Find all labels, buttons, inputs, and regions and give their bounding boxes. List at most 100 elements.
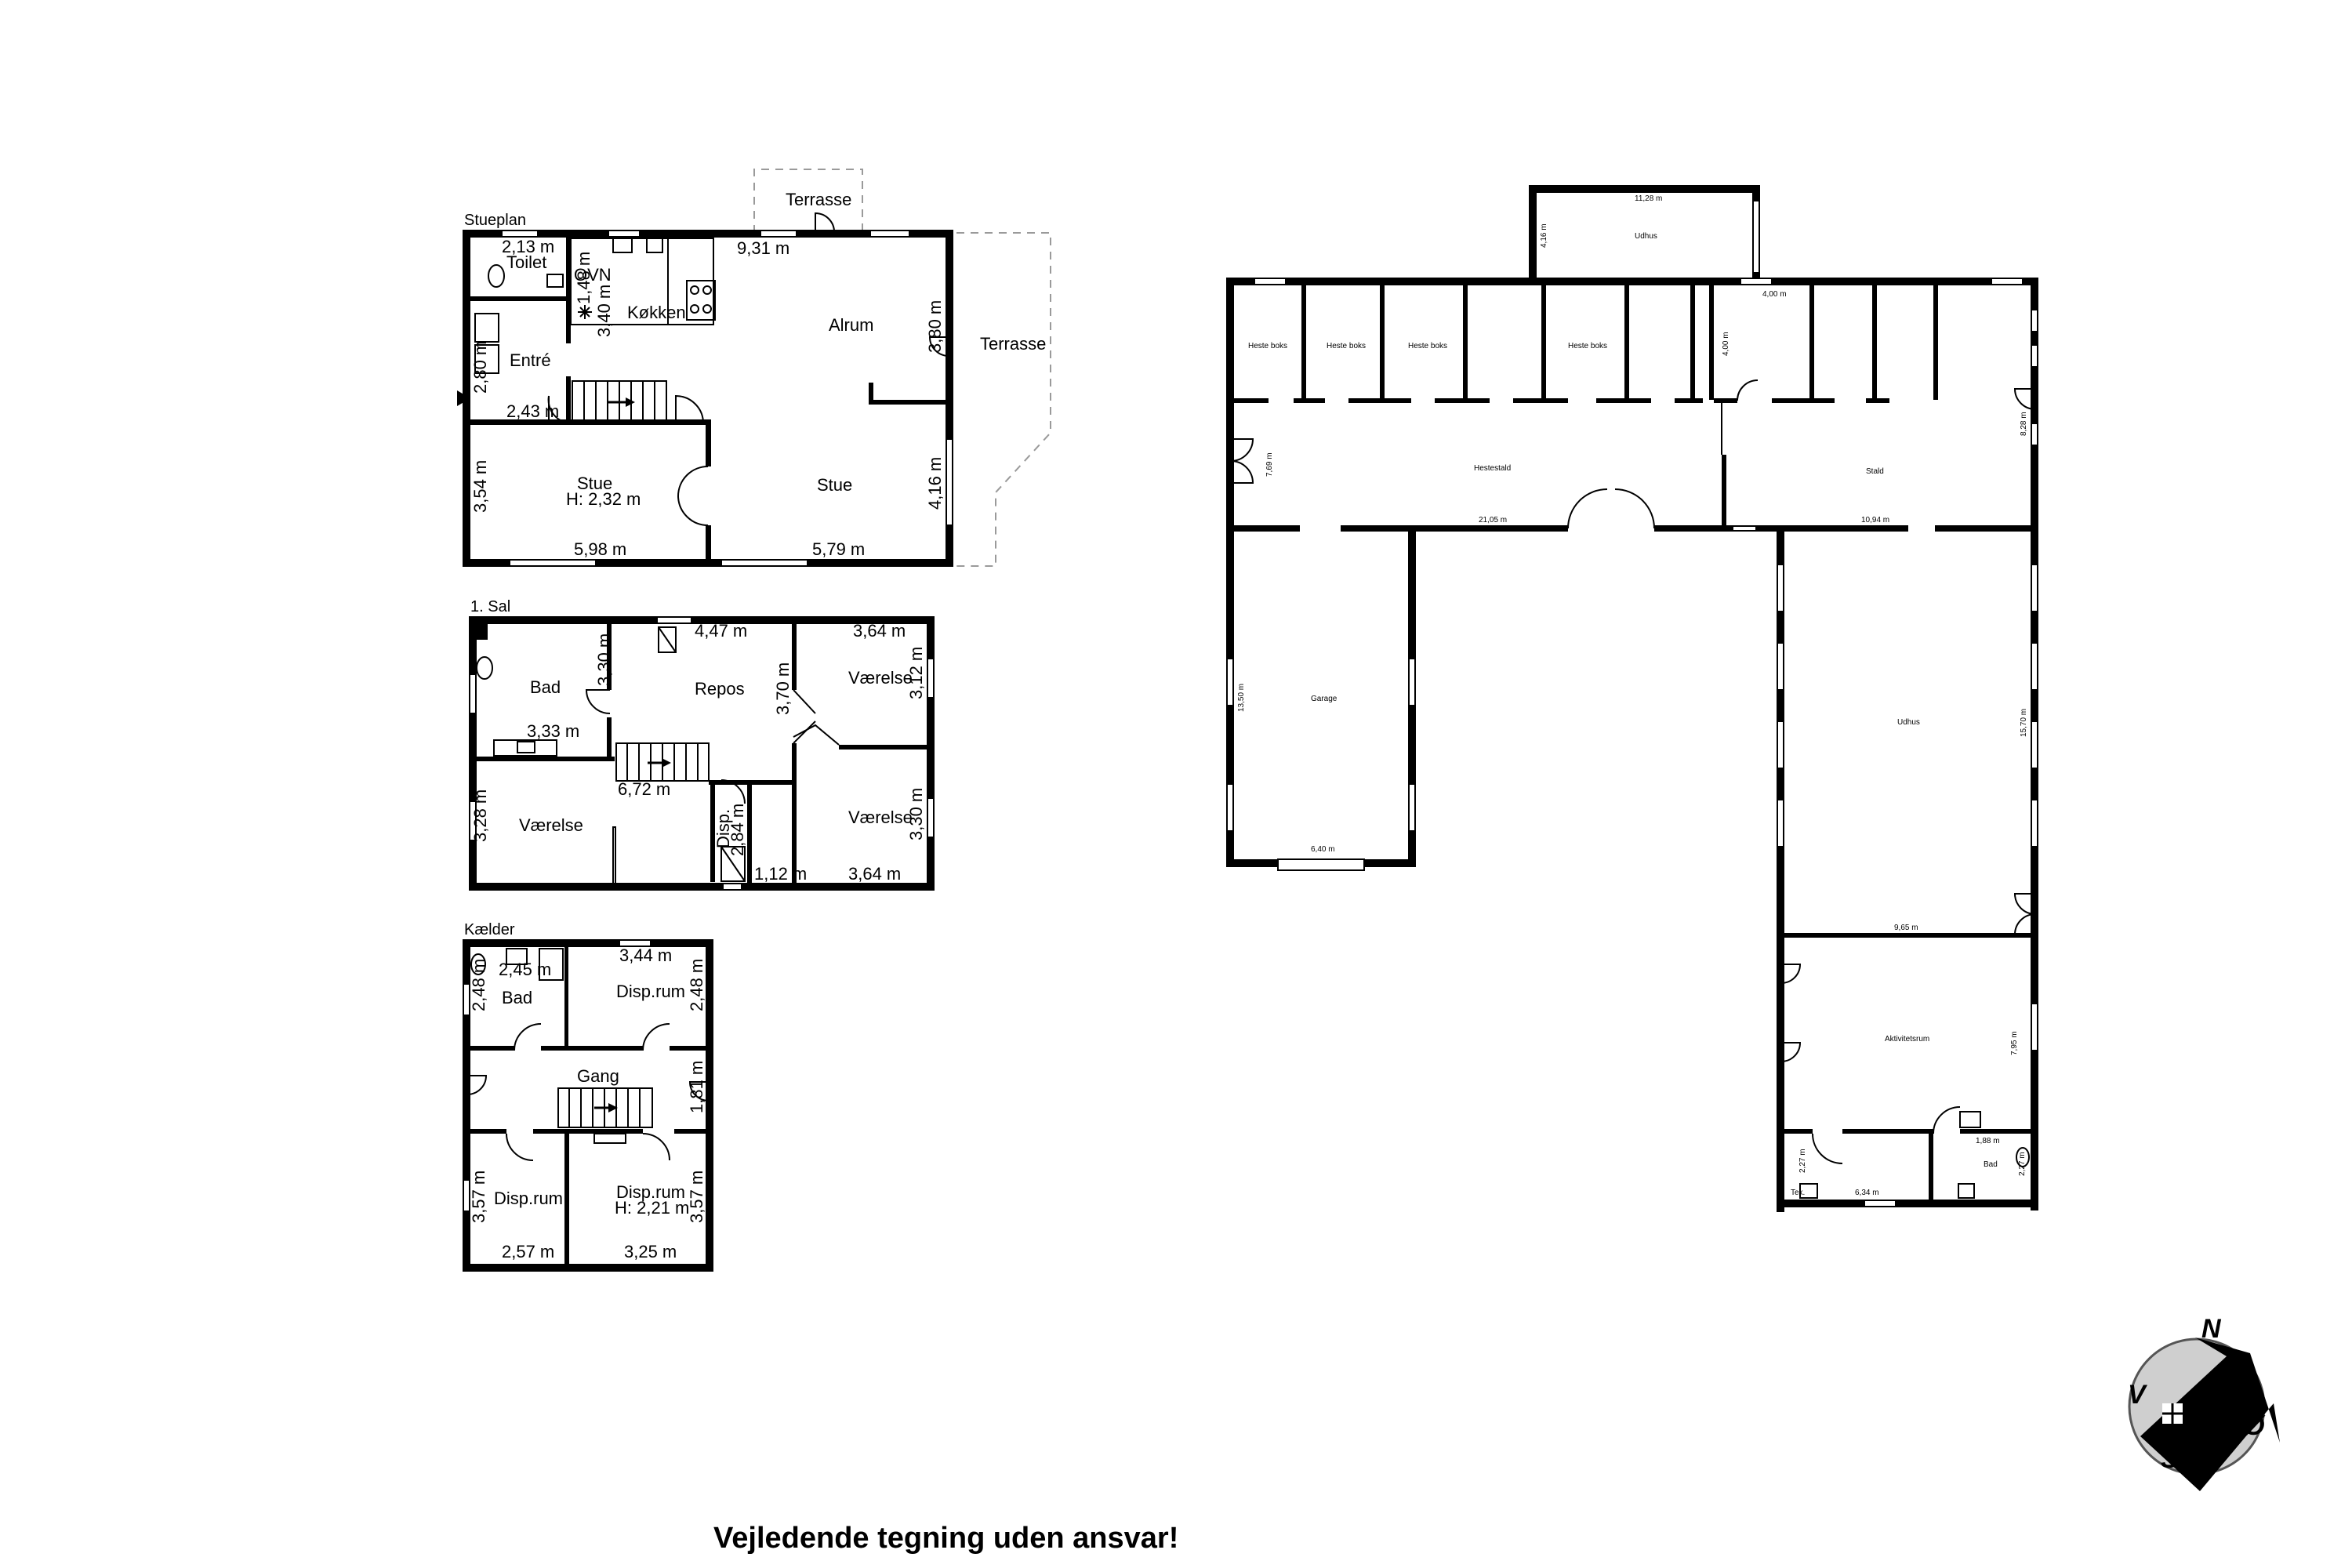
dim-hestestald-w: 21,05 m [1479, 516, 1507, 524]
room-kitchen: Køkken [627, 303, 686, 322]
window [619, 939, 652, 947]
window [869, 230, 910, 238]
dim-room-tr-w: 3,64 m [853, 621, 906, 641]
wall [1715, 398, 1716, 399]
window [501, 230, 539, 238]
toilet-icon [2016, 1147, 2030, 1167]
window [509, 559, 597, 567]
wall [469, 616, 477, 891]
wall [469, 883, 935, 891]
dim-repos-w: 4,47 m [695, 621, 747, 641]
dim-disp3-h: 3,57 m [687, 1171, 706, 1223]
dim-stue-left-w: 5,98 m [574, 539, 626, 559]
wall [1960, 1129, 2035, 1134]
wall [566, 376, 571, 423]
room-box1: Heste boks [1248, 342, 1287, 350]
window [2031, 720, 2038, 769]
room-hestestald: Hestestald [1474, 464, 1511, 473]
basement-plan: Kælder 2,45 m 3,44 m 2,48 m Bad Disp.rum… [463, 921, 713, 1272]
first-floor-plan: 1. Sal 4,47 m 3,64 m 3,30 m Bad Repos 3,… [469, 598, 935, 891]
stair-arrow-head-icon [608, 1103, 618, 1112]
wall [1872, 282, 1877, 400]
room-tek: Tek. [1791, 1189, 1805, 1197]
stair-arrow-head-icon [626, 397, 635, 407]
disclaimer-text: Vejledende tegning uden ansvar! [713, 1522, 1178, 1555]
wall [1301, 282, 1306, 400]
wall [1929, 1129, 1933, 1204]
door-disp1 [642, 1023, 670, 1051]
shower-icon [1958, 1183, 1975, 1199]
cabinet-line [720, 846, 746, 882]
wall [1866, 398, 1889, 403]
floor-label-ground: Stueplan [464, 212, 526, 229]
dim-room-br-h: 3,30 m [906, 788, 926, 840]
window [656, 616, 692, 624]
door-bath [514, 1023, 542, 1051]
sink-icon [612, 238, 633, 253]
cabinet [593, 1133, 626, 1144]
dim-toilet-w: 2,13 m [502, 237, 554, 256]
dim-stue-right-w: 5,79 m [812, 539, 865, 559]
wall [1690, 282, 1695, 400]
wall [463, 939, 470, 1272]
stair-arrow-head-icon [662, 758, 671, 768]
window [1777, 564, 1784, 612]
dim-stue-h: 3,54 m [470, 460, 490, 513]
dim-bath-w: 3,33 m [527, 721, 579, 741]
window [1864, 1200, 1896, 1207]
dim-room-br-w: 3,64 m [848, 864, 901, 884]
dim-disp1-h: 2,48 m [687, 959, 706, 1011]
outbuilding-plan: 11,28 m 4,16 m Udhus Heste boks Heste bo… [1226, 185, 2038, 1212]
wall [564, 943, 568, 1048]
room-room-bl: Værelse [519, 815, 583, 835]
wall [564, 1129, 569, 1267]
wall [467, 1046, 514, 1051]
room-udhus-top: Udhus [1635, 232, 1657, 241]
wall [706, 939, 713, 1272]
dim-udhus-big-h: 15,70 m [2020, 709, 2028, 737]
dim-toilet-h: 1,48 m [574, 252, 593, 304]
door-terrace [815, 212, 836, 234]
dim-stald-w: 10,94 m [1861, 516, 1889, 524]
wall [1756, 525, 1908, 532]
room-stue-right: Stue [817, 475, 852, 495]
wall [474, 757, 615, 761]
compass-v: V [2128, 1380, 2148, 1410]
stove-icon [686, 280, 716, 321]
wall [1777, 1200, 2038, 1207]
dim-bad-h: 2,27 m [2018, 1152, 2027, 1176]
dim-stue-right-h: 4,16 m [925, 457, 945, 510]
compass-n: N [2201, 1314, 2222, 1344]
dim-kitchen-h: 3,40 m [594, 285, 614, 337]
wall [564, 1129, 643, 1134]
dim-stald-box-w: 4,00 m [1762, 290, 1787, 299]
dim-stald-h: 8,28 m [2020, 412, 2028, 436]
wall [1809, 282, 1814, 400]
door-bad [1933, 1106, 1961, 1134]
door-hall [466, 1075, 488, 1095]
wall [1226, 278, 1234, 866]
wall [1294, 398, 1325, 403]
room-stald: Stald [1866, 467, 1884, 476]
toilet-icon [488, 264, 505, 288]
door-aktivitet [1780, 964, 1802, 984]
wall [1624, 282, 1629, 400]
door-double-side [1230, 438, 1254, 484]
wall [1229, 398, 1269, 403]
compass-o: Ø [2244, 1411, 2266, 1441]
wall [1675, 398, 1703, 403]
door-disp [720, 779, 746, 804]
wall [747, 784, 752, 886]
toilet-icon [470, 953, 486, 975]
room-disp3: Disp.rum [616, 1182, 685, 1202]
stair-steps [583, 381, 655, 420]
wall [1463, 282, 1468, 400]
dim-entry-h: 2,80 m [470, 341, 490, 394]
wall [463, 939, 713, 947]
wall [1935, 525, 2035, 532]
room-bath: Bad [502, 988, 532, 1007]
room-box3: Heste boks [1408, 342, 1447, 350]
door-stald-box [1737, 379, 1759, 401]
door-room-br [793, 724, 840, 746]
